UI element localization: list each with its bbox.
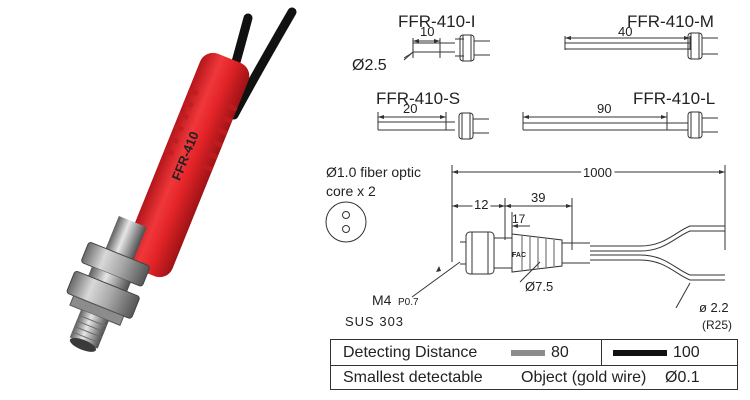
dim-17: 17 <box>512 212 526 226</box>
dim-39: 39 <box>531 190 545 205</box>
model-m-label: FFR-410-M <box>627 12 714 31</box>
model-l-drawing <box>522 111 718 139</box>
dim-12: 12 <box>474 197 488 212</box>
long-distance-number: 100 <box>673 344 700 361</box>
model-i-dim: 10 <box>420 24 434 39</box>
dimension-arrows <box>378 36 725 272</box>
long-distance-value: 100 <box>613 340 700 365</box>
smallest-object-value: Ø0.1 <box>665 369 700 386</box>
object-label: Object (gold wire) <box>521 369 647 386</box>
dia-7-5: Ø7.5 <box>525 279 553 294</box>
metal-head <box>66 215 150 352</box>
detecting-distance-row: Detecting Distance 80 100 <box>331 340 737 366</box>
total-length-dim: 1000 <box>583 165 612 180</box>
model-i-label: FFR-410-I <box>398 12 475 31</box>
cable-right <box>229 7 297 120</box>
red-sleeve: FFR-410 <box>123 52 250 278</box>
thread-label: M4 <box>372 292 392 308</box>
model-s-dim: 20 <box>403 101 417 116</box>
smallest-detectable-label: Smallest detectable <box>343 369 483 386</box>
fiber-label-line2: core x 2 <box>326 183 376 199</box>
pitch-label: P0.7 <box>398 297 419 308</box>
black-bar-icon <box>613 349 667 356</box>
model-m-dim: 40 <box>618 24 632 39</box>
fiber-label-line1: Ø1.0 fiber optic <box>326 164 421 180</box>
model-i-drawing <box>403 34 490 62</box>
technical-drawing: FFR-410-I 10 Ø2.5 FFR-410-M 40 FFR-410-S… <box>325 12 732 332</box>
model-m-drawing <box>564 32 718 60</box>
smallest-object-row: Smallest detectable Object (gold wire) Ø… <box>331 365 737 390</box>
short-distance-value: 80 <box>511 340 569 365</box>
grip-ridges <box>163 88 238 172</box>
radius-label: (R25) <box>702 318 732 332</box>
model-i-diameter: Ø2.5 <box>352 57 387 74</box>
material-label: SUS 303 <box>345 314 404 329</box>
model-s-label: FFR-410-S <box>376 89 460 108</box>
model-l-dim: 90 <box>597 101 611 116</box>
grip-logo: FAC <box>512 252 526 259</box>
main-assembly-drawing <box>325 52 726 309</box>
dia-2-2: ø 2.2 <box>699 300 729 315</box>
spec-table: Detecting Distance 80 100 Smallest detec… <box>330 339 738 390</box>
detecting-distance-label: Detecting Distance <box>343 344 478 361</box>
table-divider <box>601 340 602 365</box>
sensor-photo: FFR-410 <box>66 7 297 352</box>
short-distance-number: 80 <box>551 344 569 361</box>
gray-bar-icon <box>511 349 545 356</box>
model-s-drawing <box>377 112 489 140</box>
model-l-label: FFR-410-L <box>633 89 715 108</box>
